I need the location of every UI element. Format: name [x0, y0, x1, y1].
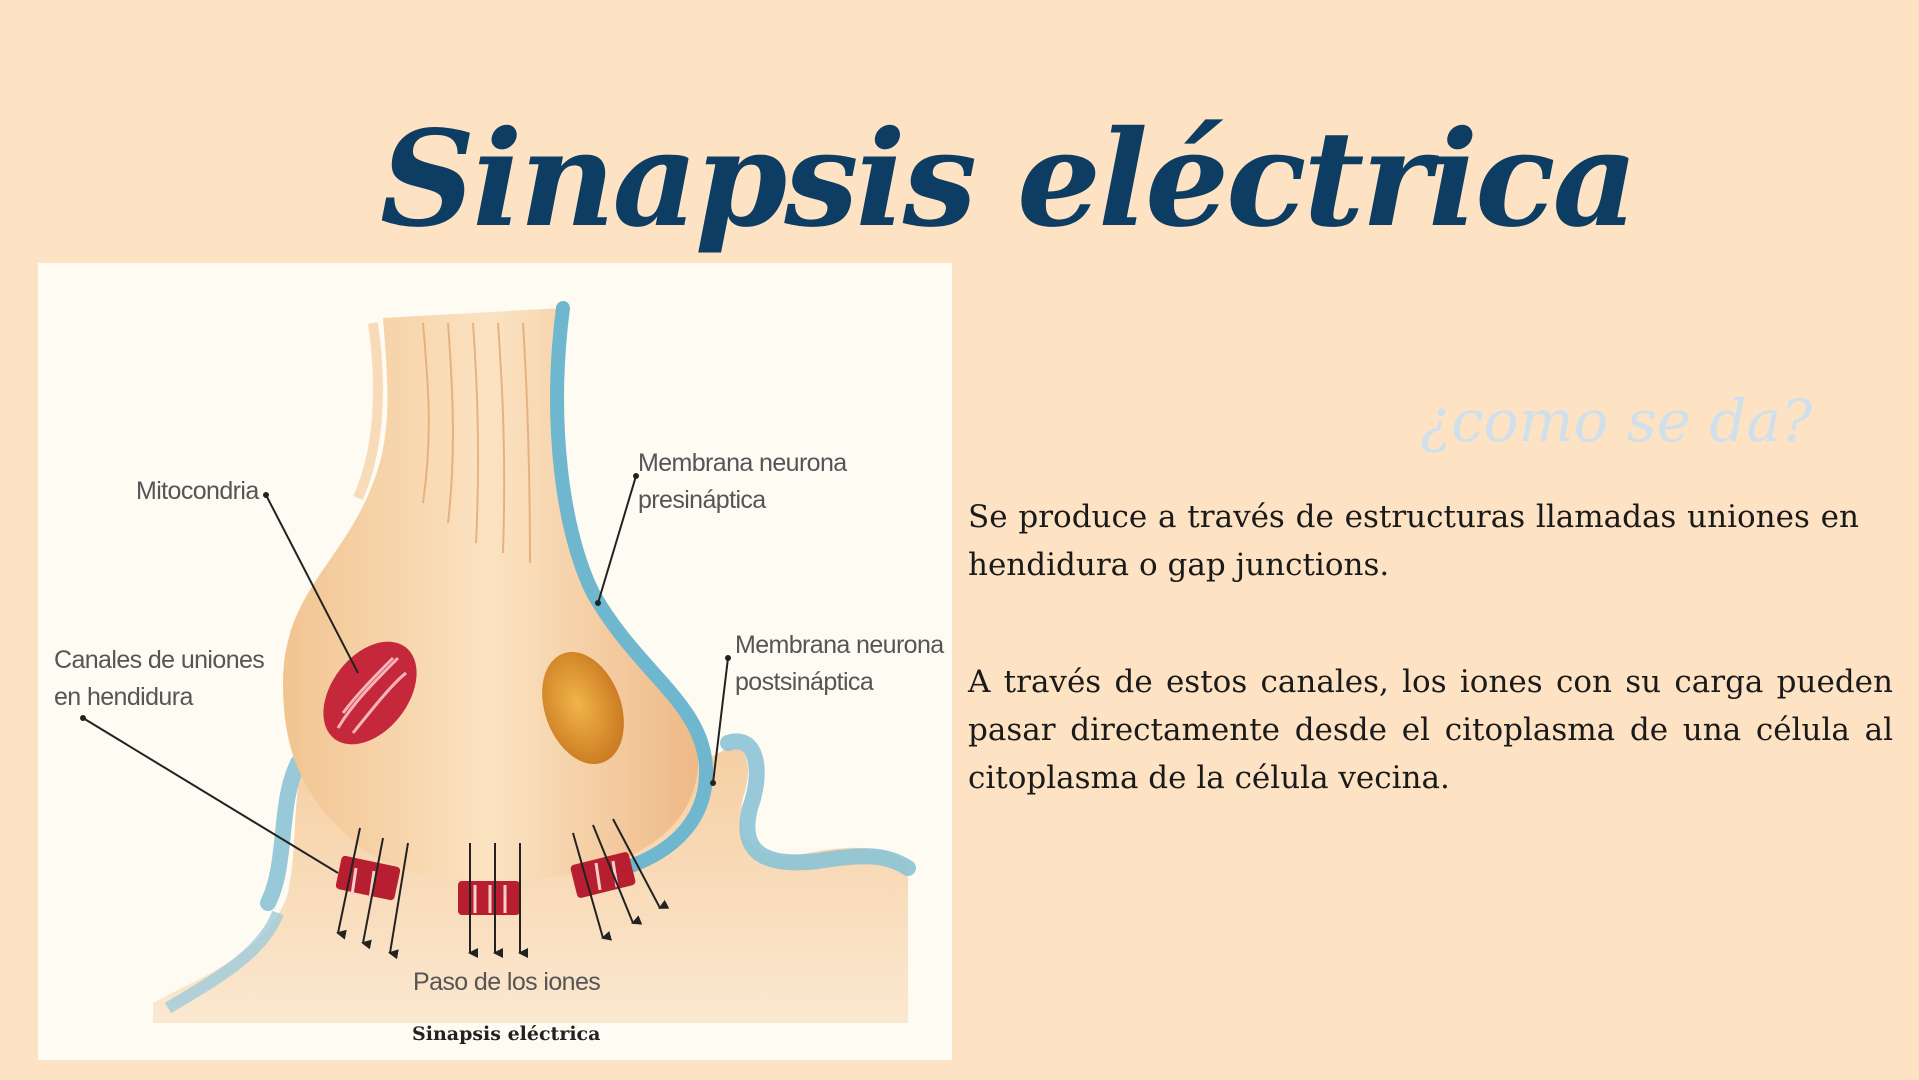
- label-mitocondria: Mitocondria: [136, 477, 259, 505]
- leader-lines: [82, 475, 729, 874]
- mitochondrion-red: [323, 641, 417, 745]
- slide-title: Sinapsis eléctrica: [380, 102, 1638, 257]
- axon-fibres: [422, 322, 531, 564]
- presynaptic-membrane: [550, 301, 714, 882]
- label-membrana-pre-line2: presináptica: [638, 486, 766, 514]
- ion-flow-arrows: [336, 818, 670, 960]
- mitochondrion-orange: [542, 651, 624, 765]
- synapse-illustration: Mitocondria Membrana neurona presináptic…: [38, 263, 952, 1060]
- paragraph-gap-junctions: Se produce a través de estructuras llama…: [968, 499, 1859, 583]
- label-canales-line2: en hendidura: [54, 683, 193, 711]
- label-membrana-pre-line1: Membrana neurona: [638, 449, 847, 477]
- paragraph-ion-channels: A través de estos canales, los iones con…: [968, 664, 1893, 796]
- label-paso-iones: Paso de los iones: [413, 968, 600, 996]
- figure-caption: Sinapsis eléctrica: [412, 1023, 600, 1045]
- presynaptic-terminal: [283, 308, 699, 882]
- postsynaptic-membrane: [260, 733, 916, 911]
- label-membrana-post-line2: postsináptica: [735, 668, 874, 696]
- label-canales-line1: Canales de uniones: [54, 646, 264, 674]
- subtitle-como-se-da: ¿como se da?: [1420, 387, 1813, 455]
- label-membrana-post-line1: Membrana neurona: [735, 631, 944, 659]
- synapse-diagram: Mitocondria Membrana neurona presináptic…: [54, 301, 945, 1045]
